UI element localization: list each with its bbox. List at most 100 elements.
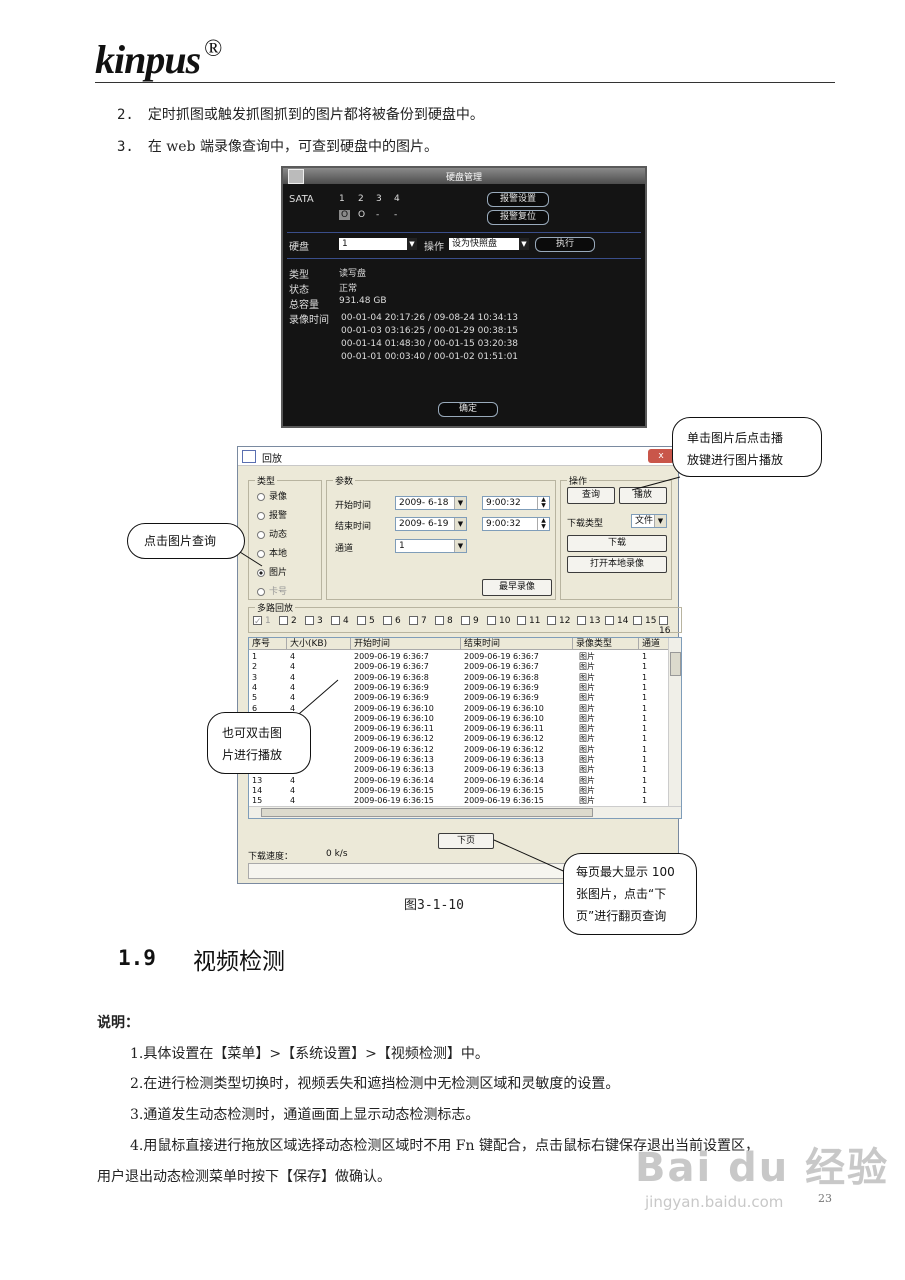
channel-check-3[interactable]: 3 (305, 616, 323, 626)
next-page-button[interactable]: 下页 (438, 833, 494, 849)
chevron-down-icon: ▼ (454, 518, 466, 530)
record-time-3: 00-01-14 01:48:30 / 00-01-15 03:20:38 (341, 339, 519, 349)
window-title: 回放 (262, 454, 282, 465)
col-size[interactable]: 大小(KB) (287, 638, 351, 650)
channel-select[interactable]: 1▼ (395, 539, 467, 553)
table-cell: 1 (252, 652, 258, 661)
table-cell: 2009-06-19 6:36:10 (464, 703, 544, 713)
channel-check-4[interactable]: 4 (331, 616, 349, 626)
channel-label: 通道 (335, 544, 354, 554)
radio-local[interactable]: 本地 (257, 546, 287, 559)
channel-check-5[interactable]: 5 (357, 616, 375, 626)
table-cell: 2009-06-19 6:36:14 (354, 775, 434, 785)
sata-num-4: 4 (394, 194, 400, 204)
note-1: 1.具体设置在【菜单】>【系统设置】>【视频检测】中。 (130, 1046, 489, 1062)
playback-window: 回放 x 类型 录像 报警 动态 本地 图片 卡号 参数 开始时间 2009- … (237, 446, 682, 884)
sata-status-2[interactable]: O (358, 210, 366, 220)
table-cell: 图片 (579, 652, 595, 661)
horizontal-scrollbar[interactable] (249, 806, 681, 818)
end-time-spinner[interactable]: 9:00:32▲▼ (482, 517, 550, 531)
close-button[interactable]: x (648, 449, 674, 463)
section-number: 1.9 (118, 946, 156, 970)
table-cell: 1 (642, 672, 648, 682)
end-date-picker[interactable]: 2009- 6-19▼ (395, 517, 467, 531)
table-cell: 1 (642, 775, 648, 785)
table-cell: 图片 (579, 744, 595, 754)
channel-check-7[interactable]: 7 (409, 616, 427, 626)
channel-check-6[interactable]: 6 (383, 616, 401, 626)
table-cell: 1 (642, 682, 648, 692)
execute-button[interactable]: 执行 (535, 237, 595, 252)
multi-channel-label: 多路回放 (255, 601, 296, 614)
page-number: 23 (818, 1192, 832, 1205)
radio-motion[interactable]: 动态 (257, 527, 287, 540)
chevron-down-icon: ▼ (407, 238, 417, 250)
chevron-down-icon: ▼ (654, 515, 666, 527)
ok-button[interactable]: 确定 (438, 402, 498, 417)
open-local-record-button[interactable]: 打开本地录像 (567, 556, 667, 573)
col-end[interactable]: 结束时间 (461, 638, 573, 650)
channel-check-11[interactable]: 11 (517, 616, 540, 626)
col-start[interactable]: 开始时间 (351, 638, 461, 650)
query-button[interactable]: 查询 (567, 487, 615, 504)
table-cell: 2009-06-19 6:36:14 (464, 775, 544, 785)
scroll-thumb[interactable] (261, 808, 593, 817)
note-label: 说明： (97, 1015, 139, 1031)
start-time-label: 开始时间 (335, 501, 372, 511)
sata-label: SATA (289, 194, 314, 205)
col-index[interactable]: 序号 (249, 638, 287, 650)
table-cell: 2009-06-19 6:36:8 (354, 672, 429, 682)
table-cell: 1 (642, 755, 648, 764)
download-button[interactable]: 下载 (567, 535, 667, 552)
alarm-reset-button[interactable]: 报警复位 (487, 210, 549, 225)
disk-select[interactable]: 1▼ (339, 238, 417, 250)
alarm-set-button[interactable]: 报警设置 (487, 192, 549, 207)
table-cell: 2009-06-19 6:36:7 (464, 652, 539, 661)
channel-check-15[interactable]: 15 (633, 616, 656, 626)
radio-picture[interactable]: 图片 (257, 565, 287, 578)
table-cell: 2009-06-19 6:36:13 (354, 765, 434, 775)
vertical-scrollbar[interactable] (668, 638, 681, 808)
channel-check-12[interactable]: 12 (547, 616, 570, 626)
download-type-select[interactable]: 文件▼ (631, 514, 667, 528)
note-3: 3.通道发生动态检测时，通道画面上显示动态检测标志。 (130, 1107, 480, 1123)
channel-check-14[interactable]: 14 (605, 616, 628, 626)
sata-status-1[interactable]: O (339, 210, 351, 220)
channel-check-13[interactable]: 13 (577, 616, 600, 626)
channel-check-2[interactable]: 2 (279, 616, 297, 626)
table-cell: 1 (642, 652, 648, 661)
watermark-brand: Bai du 经验 (635, 1145, 890, 1191)
note-4: 4.用鼠标直接进行拖放区域选择动态检测区域时不用 Fn 键配合，点击鼠标右键保存… (130, 1138, 759, 1154)
earliest-record-button[interactable]: 最早录像 (482, 579, 552, 596)
col-type[interactable]: 录像类型 (573, 638, 639, 650)
table-cell: 1 (642, 744, 648, 754)
table-cell: 6 (252, 703, 258, 713)
radio-record[interactable]: 录像 (257, 489, 287, 502)
table-cell: 图片 (579, 672, 595, 682)
chevron-down-icon: ▼ (519, 238, 529, 250)
table-cell: 4 (290, 775, 296, 785)
table-cell: 4 (290, 652, 296, 661)
figure-caption: 图3-1-10 (404, 898, 464, 913)
start-date-picker[interactable]: 2009- 6-18▼ (395, 496, 467, 510)
start-time-spinner[interactable]: 9:00:32▲▼ (482, 496, 550, 510)
table-cell: 2009-06-19 6:36:15 (354, 785, 434, 795)
table-cell: 图片 (579, 765, 595, 775)
radio-alarm[interactable]: 报警 (257, 508, 287, 521)
operation-group: 操作 查询 播放 下载类型 文件▼ 下载 打开本地录像 (560, 474, 672, 600)
status-value: 正常 (339, 284, 358, 294)
page-pointer (493, 839, 571, 875)
channel-check-10[interactable]: 10 (487, 616, 510, 626)
watermark: Bai du 经验 jingyan.baidu.com (635, 1135, 889, 1211)
channel-check-16[interactable]: 16 (659, 616, 681, 636)
table-cell: 4 (252, 682, 258, 692)
scroll-thumb[interactable] (670, 652, 681, 676)
operation-select[interactable]: 设为快照盘▼ (449, 238, 529, 250)
channel-check-9[interactable]: 9 (461, 616, 479, 626)
sata-status-4: - (394, 210, 398, 220)
type-group-label: 类型 (255, 474, 278, 487)
channel-check-8[interactable]: 8 (435, 616, 453, 626)
table-cell: 图片 (579, 785, 595, 795)
type-value: 读写盘 (339, 269, 367, 279)
